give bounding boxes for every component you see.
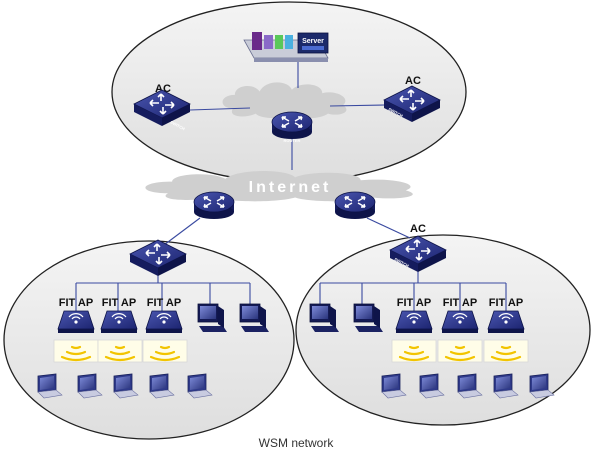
diagram-caption: WSM network bbox=[259, 436, 335, 450]
ap-label: FIT AP bbox=[102, 297, 136, 309]
access-point-icon bbox=[57, 310, 95, 334]
network-links bbox=[75, 62, 507, 312]
ap-label: FIT AP bbox=[397, 297, 431, 309]
wifi-signal-icon bbox=[436, 338, 484, 364]
router-small-label: ROUTER bbox=[206, 218, 223, 223]
wifi-signal-icon bbox=[96, 338, 144, 364]
server-label: Server bbox=[302, 38, 324, 45]
wifi-signal-icon bbox=[52, 338, 100, 364]
access-point-icon bbox=[441, 310, 479, 334]
ap-label: FIT AP bbox=[147, 297, 181, 309]
core-router-icon bbox=[271, 111, 313, 140]
server-rack-icon: Server bbox=[243, 32, 329, 62]
access-point-icon bbox=[145, 310, 183, 334]
wifi-signal-icon bbox=[141, 338, 189, 364]
wifi-signal-icon bbox=[482, 338, 530, 364]
access-point-icon bbox=[395, 310, 433, 334]
switch-small-label: SWITCH bbox=[170, 119, 186, 131]
switch-small-label: SWITCH bbox=[388, 106, 404, 118]
ap-label: FIT AP bbox=[59, 297, 93, 309]
switch-small-label: SWITCH bbox=[394, 256, 410, 268]
router-small-label: ROUTER bbox=[347, 218, 364, 223]
access-point-icon bbox=[100, 310, 138, 334]
left-router-icon bbox=[193, 191, 235, 220]
internet-label: Internet bbox=[249, 179, 332, 196]
ap-label: FIT AP bbox=[443, 297, 477, 309]
router-small-label: ROUTER bbox=[284, 138, 301, 143]
ap-label: FIT AP bbox=[489, 297, 523, 309]
wifi-signal-icon bbox=[390, 338, 438, 364]
ac-label-site: AC bbox=[410, 223, 426, 235]
access-point-icon bbox=[487, 310, 525, 334]
ac-label-right: AC bbox=[405, 75, 421, 87]
right-router-icon bbox=[334, 191, 376, 220]
